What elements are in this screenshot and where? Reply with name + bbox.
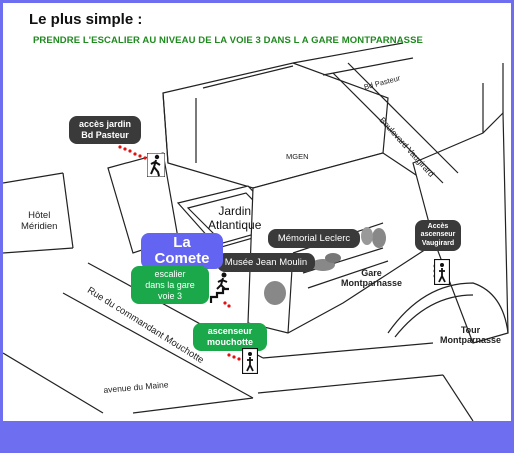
map-card: Le plus simple : PRENDRE L'ESCALIER AU N… [3, 3, 511, 421]
label-tour-montparnasse: Tour Montparnasse [440, 325, 502, 346]
callout-escalier-voie-3: escalier dans la gare voie 3 [131, 266, 209, 305]
label-hotel-meridien: Hôtel Méridien [21, 210, 58, 232]
label-jardin-atlantique: Jardin Atlantique [208, 204, 262, 232]
label-mgen: MGEN [286, 152, 309, 161]
stairs-icon [209, 272, 229, 303]
callout-musee-jean-moulin: Musée Jean Moulin [217, 253, 315, 273]
label-gare-montparnasse: Gare Montparnasse [341, 268, 403, 289]
callout-la-comete: La Comete [141, 233, 223, 269]
callout-acces-ascenseur-vaugirard: Accès ascenseur Vaugirard [415, 220, 461, 252]
callout-acces-jardin: accès jardin Bd Pasteur [69, 116, 141, 144]
callout-ascenseur-mouchotte: ascenseur mouchotte [193, 323, 267, 351]
elevator-icon [242, 348, 258, 374]
page-subtitle: PRENDRE L'ESCALIER AU NIVEAU DE LA VOIE … [33, 35, 423, 46]
elevator-icon [434, 259, 450, 285]
page-title: Le plus simple : [29, 11, 143, 28]
person-walking-icon [147, 153, 165, 177]
callout-memorial-leclerc: Mémorial Leclerc [268, 229, 360, 249]
